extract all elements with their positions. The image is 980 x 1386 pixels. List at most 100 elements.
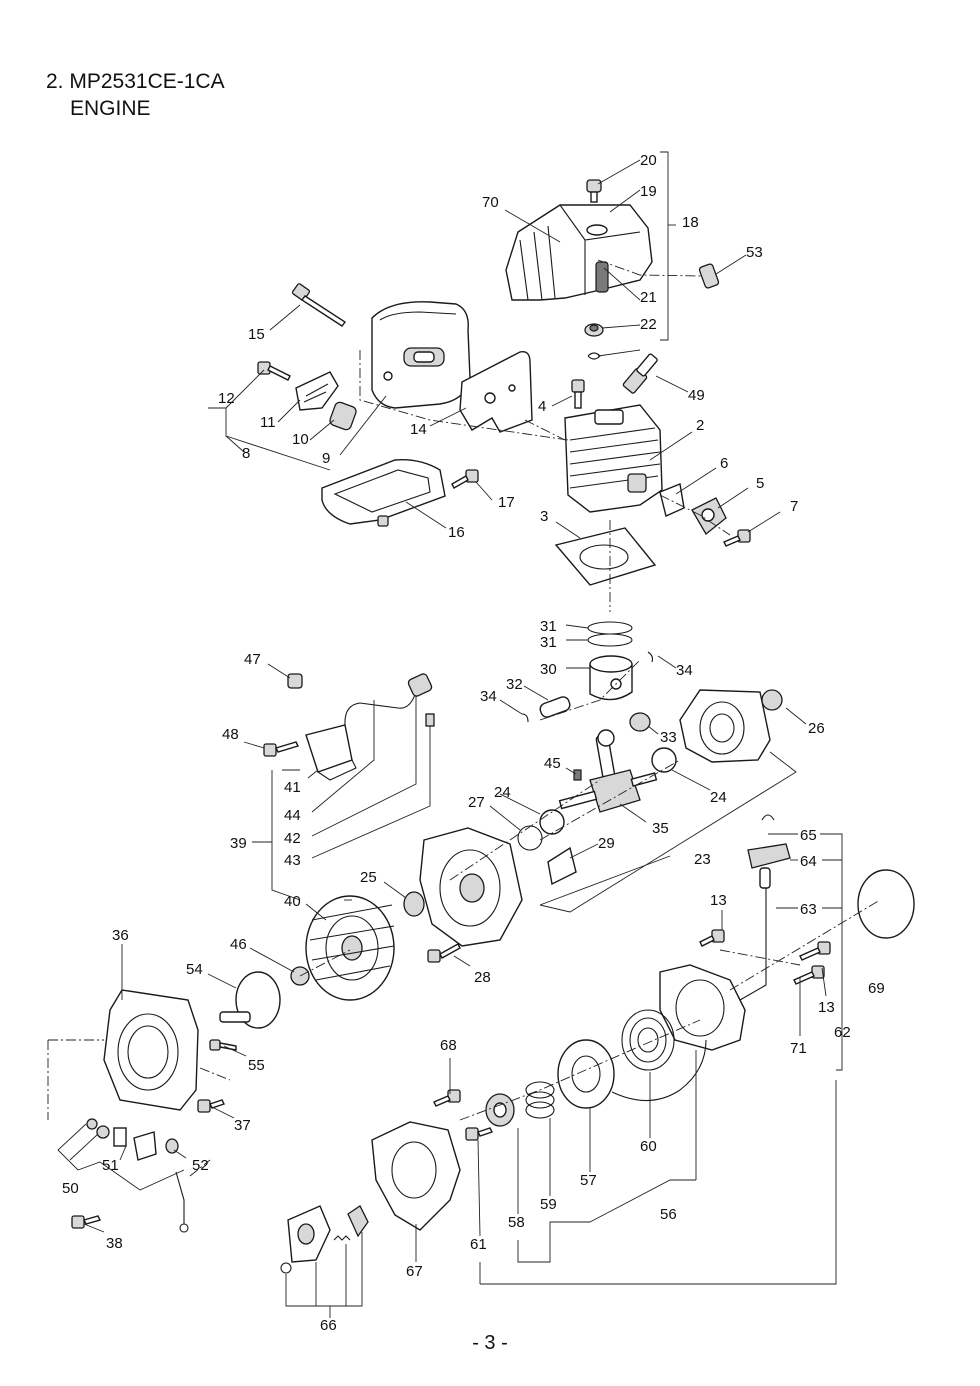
part-key-45	[573, 769, 582, 781]
model-title: 2. MP2531CE-1CA	[46, 70, 225, 93]
callout-31: 31	[540, 618, 557, 635]
callout-12: 12	[218, 390, 235, 407]
part-circlip-left	[521, 713, 529, 723]
part-bearing-33	[629, 712, 651, 732]
callout-41: 41	[284, 779, 301, 796]
part-starter-case	[659, 964, 746, 1051]
callout-24: 24	[710, 789, 727, 806]
callout-63: 63	[800, 901, 817, 918]
part-gasket-29	[547, 846, 577, 886]
part-gasket-3	[554, 527, 657, 586]
callout-34: 34	[676, 662, 693, 679]
part-screws-61-68	[433, 1089, 493, 1141]
part-screw-12	[257, 361, 291, 381]
callout-54: 54	[186, 961, 203, 978]
part-fan-cover	[103, 989, 199, 1111]
callout-7: 7	[790, 498, 798, 515]
callout-48: 48	[222, 726, 239, 743]
callout-62: 62	[834, 1024, 851, 1041]
callout-49: 49	[688, 387, 705, 404]
callout-5: 5	[756, 475, 764, 492]
callout-42: 42	[284, 830, 301, 847]
callout-31: 31	[540, 634, 557, 651]
callout-21: 21	[640, 289, 657, 306]
callout-64: 64	[800, 853, 817, 870]
parts-artwork	[71, 179, 915, 1274]
callout-2: 2	[696, 417, 704, 434]
part-bearing-24-left	[539, 809, 565, 835]
part-53	[698, 263, 720, 289]
callout-56: 56	[660, 1206, 677, 1223]
part-crankcase-right	[679, 689, 771, 763]
part-cover-69	[857, 869, 915, 939]
callout-37: 37	[234, 1117, 251, 1134]
callout-6: 6	[720, 455, 728, 472]
part-pawl-66	[280, 1205, 369, 1274]
part-ring-27	[517, 825, 543, 851]
callout-40: 40	[284, 893, 301, 910]
callout-65: 65	[800, 827, 817, 844]
part-crankshaft-35	[558, 729, 658, 813]
callout-24: 24	[494, 784, 511, 801]
part-piston-ring-lower	[587, 633, 633, 647]
section-title: ENGINE	[70, 97, 151, 120]
part-bolt-4	[571, 379, 585, 409]
part-spring-42	[425, 713, 435, 727]
callout-13: 13	[710, 892, 727, 909]
callout-36: 36	[112, 927, 129, 944]
part-starter-housing-67	[371, 1121, 461, 1231]
part-insulator-5	[691, 497, 727, 535]
callout-labels: 20 19 70 18 53 21 15 22 49 12 4 2 11 10 …	[62, 152, 885, 1334]
callout-55: 55	[248, 1057, 265, 1074]
callout-8: 8	[242, 445, 250, 462]
part-screw-55	[209, 1039, 237, 1051]
part-bolt-7	[723, 529, 751, 547]
callout-34: 34	[480, 688, 497, 705]
part-starter-handle	[739, 814, 791, 1001]
callout-59: 59	[540, 1196, 557, 1213]
callout-20: 20	[640, 152, 657, 169]
callout-45: 45	[544, 755, 561, 772]
callout-39: 39	[230, 835, 247, 852]
callout-52: 52	[192, 1157, 209, 1174]
part-screw-20	[586, 179, 602, 203]
callout-15: 15	[248, 326, 265, 343]
part-reel-57	[557, 1039, 707, 1109]
part-muffler-guard-11	[295, 371, 339, 411]
callout-30: 30	[540, 661, 557, 678]
callout-14: 14	[410, 421, 427, 438]
callout-23: 23	[694, 851, 711, 868]
callout-19: 19	[640, 183, 657, 200]
callout-66: 66	[320, 1317, 337, 1334]
callout-51: 51	[102, 1157, 119, 1174]
page-number: - 3 -	[472, 1332, 508, 1354]
callout-27: 27	[468, 794, 485, 811]
part-bolt-38	[71, 1215, 102, 1229]
callout-46: 46	[230, 936, 247, 953]
callout-43: 43	[284, 852, 301, 869]
callout-57: 57	[580, 1172, 597, 1189]
part-screw-48	[263, 741, 299, 757]
callout-16: 16	[448, 524, 465, 541]
part-spring-60	[621, 1009, 675, 1071]
part-bolts-13	[699, 929, 831, 985]
callout-29: 29	[598, 835, 615, 852]
part-bolt-17	[451, 469, 479, 489]
callout-25: 25	[360, 869, 377, 886]
page-heading: 2. MP2531CE-1CA ENGINE	[46, 68, 225, 122]
part-gasket-6	[659, 483, 685, 517]
callout-10: 10	[292, 431, 309, 448]
part-tray-16	[321, 459, 446, 527]
callout-38: 38	[106, 1235, 123, 1252]
part-plate-14	[459, 351, 533, 433]
callout-35: 35	[652, 820, 669, 837]
part-grommet-21	[584, 323, 604, 337]
callout-3: 3	[540, 508, 548, 525]
callout-58: 58	[508, 1214, 525, 1231]
callout-17: 17	[498, 494, 515, 511]
part-bolt-15	[291, 283, 347, 327]
callout-11: 11	[260, 414, 276, 431]
part-top-cover	[505, 204, 653, 301]
part-spring-59	[525, 1081, 555, 1119]
